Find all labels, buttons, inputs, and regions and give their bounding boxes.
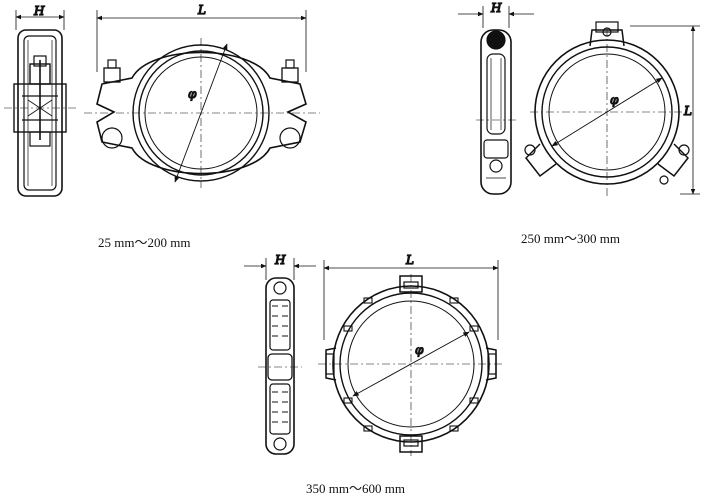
fig3-length-label: L [405, 253, 414, 267]
fig2-width-label: H [490, 1, 502, 15]
figure-1-caption: 25 mm～200 mm [98, 235, 191, 250]
figure-2-caption: 250 mm～300 mm [521, 231, 620, 246]
figure-2-front-view [524, 21, 700, 196]
fig1-width-label: H [33, 4, 45, 18]
fig3-diameter-label: φ [415, 343, 424, 357]
fig2-diameter-label: φ [610, 93, 619, 107]
fig1-length-label: L [197, 3, 206, 17]
fig3-width-label: H [274, 253, 286, 267]
figure-3-caption: 350 mm～600 mm [306, 481, 405, 496]
figure-1-side-view [4, 10, 76, 197]
figure-2-side-view [458, 6, 534, 195]
figure-3-front-view [318, 260, 504, 456]
figure-3-side-view [244, 258, 316, 455]
fig2-length-label: L [683, 104, 692, 118]
fig1-diameter-label: φ [188, 87, 197, 101]
figure-1-front-view [84, 10, 320, 188]
